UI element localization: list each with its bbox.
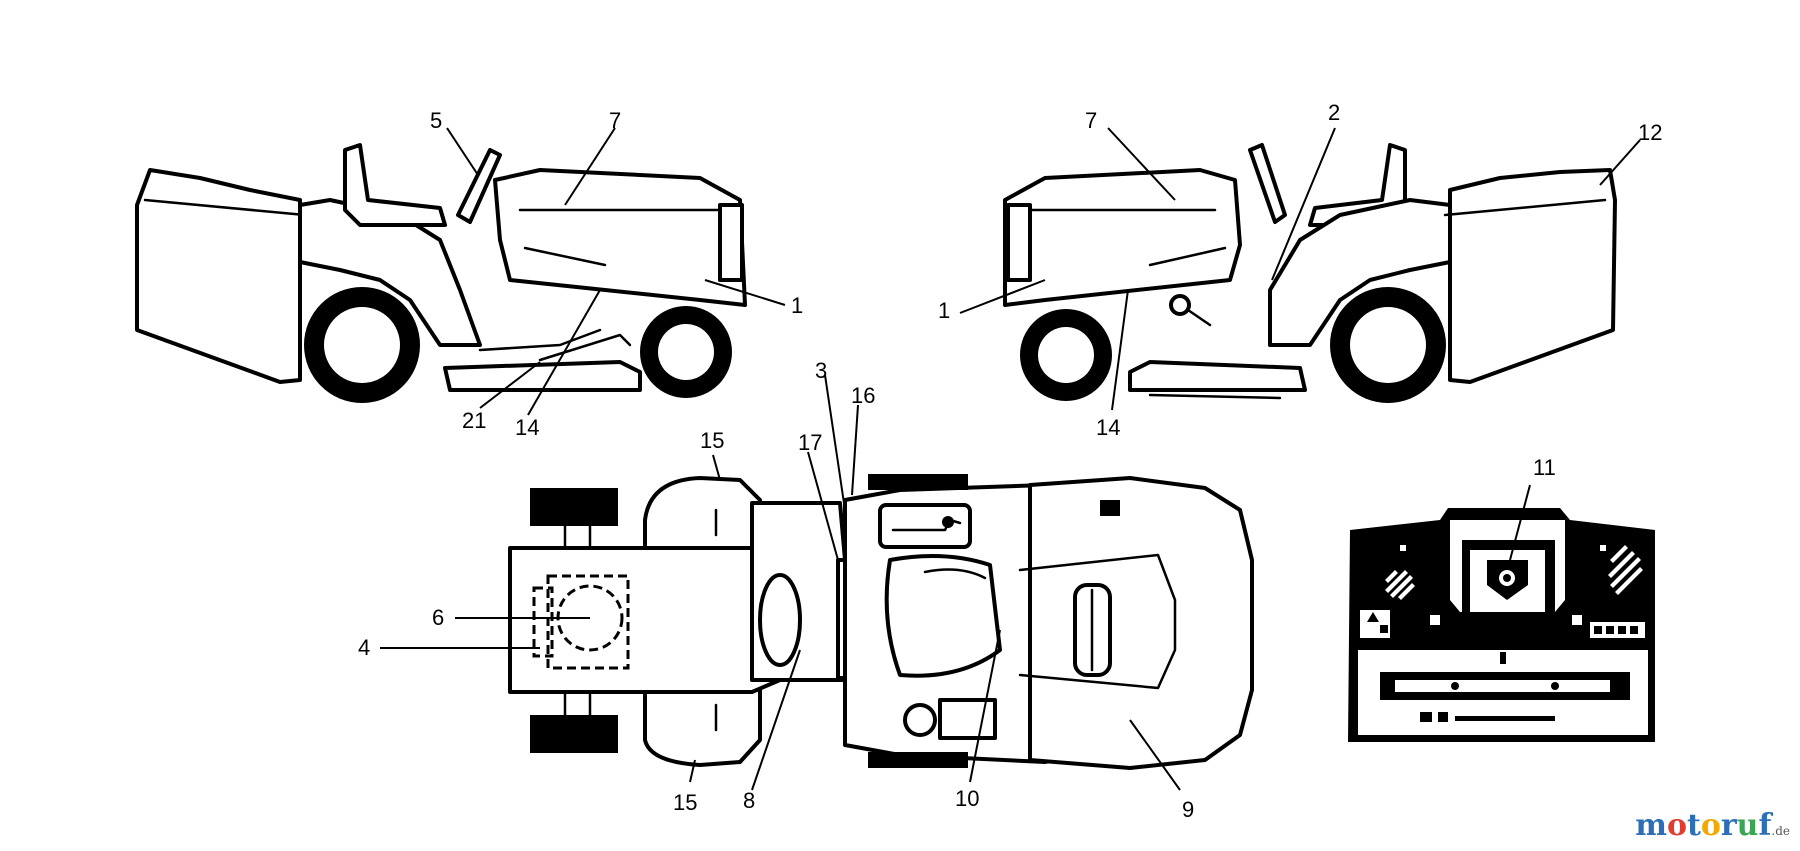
callout-1-left: 1 bbox=[791, 293, 803, 318]
callout-14-left: 14 bbox=[515, 415, 539, 440]
watermark-suffix: .de bbox=[1771, 824, 1790, 838]
watermark-letter: u bbox=[1736, 808, 1759, 843]
callout-15-bottom: 15 bbox=[673, 790, 697, 815]
callout-11: 11 bbox=[1533, 455, 1556, 480]
callout-16: 16 bbox=[851, 383, 875, 408]
callout-7-right: 7 bbox=[1085, 108, 1097, 133]
callout-14-right: 14 bbox=[1096, 415, 1120, 440]
callout-12: 12 bbox=[1638, 120, 1662, 145]
watermark-letter: t bbox=[1686, 808, 1701, 843]
callout-8: 8 bbox=[743, 788, 755, 813]
dashboard-panel bbox=[1348, 508, 1655, 742]
watermark-letter: o bbox=[1700, 808, 1721, 843]
right-side-leaders bbox=[959, 127, 1641, 411]
panel-leader bbox=[1509, 484, 1531, 561]
watermark-letter: m bbox=[1635, 808, 1667, 843]
left-side-leaders bbox=[446, 127, 786, 416]
callout-1-right: 1 bbox=[938, 298, 950, 323]
tractor-top-view bbox=[508, 474, 1254, 770]
callout-7-left: 7 bbox=[609, 108, 621, 133]
left-side-callouts: 5 7 1 21 14 bbox=[430, 108, 803, 440]
callout-2: 2 bbox=[1328, 100, 1340, 125]
tractor-right-side-view bbox=[1003, 143, 1617, 403]
top-view-callouts: 3 16 15 17 6 4 8 10 9 15 bbox=[358, 358, 1194, 822]
watermark-letter: o bbox=[1666, 808, 1687, 843]
callout-15-top: 15 bbox=[700, 428, 724, 453]
tractor-left-side-view bbox=[135, 143, 747, 403]
watermark-letter: f bbox=[1758, 808, 1772, 843]
callout-17: 17 bbox=[798, 430, 822, 455]
watermark-letter: r bbox=[1720, 808, 1737, 843]
callout-9: 9 bbox=[1182, 797, 1194, 822]
motoruf-watermark: motoruf.de bbox=[1635, 808, 1790, 843]
callout-4: 4 bbox=[358, 635, 370, 660]
callout-21: 21 bbox=[462, 408, 486, 433]
callout-10: 10 bbox=[955, 786, 979, 811]
callout-6: 6 bbox=[432, 605, 444, 630]
callout-5: 5 bbox=[430, 108, 442, 133]
right-side-callouts: 7 2 12 1 14 bbox=[938, 100, 1662, 440]
callout-3: 3 bbox=[815, 358, 827, 383]
top-view-leaders bbox=[380, 374, 1181, 791]
